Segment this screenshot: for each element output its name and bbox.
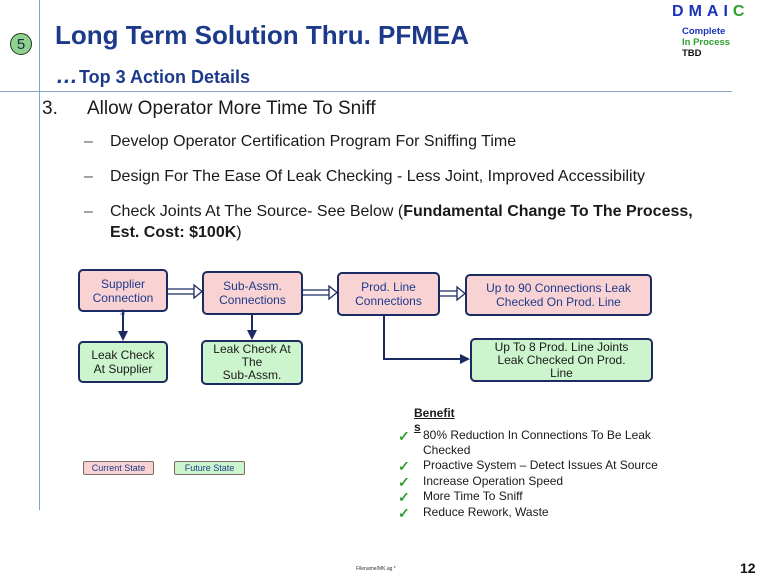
dmaic-letter-m: M <box>688 3 707 20</box>
subpoint-text: Develop Operator Certification Program F… <box>110 133 517 150</box>
slide-title: Long Term Solution Thru. PFMEA <box>55 20 470 50</box>
box-up-to-8-joints: Up To 8 Prod. Line Joints Leak Checked O… <box>470 338 653 382</box>
dmaic-letter-i: I <box>723 3 733 20</box>
double-arrow-prodline-to-up90 <box>440 285 467 302</box>
box-line: Sub-Assm. <box>222 368 282 382</box>
benefit-text: Reduce Rework, Waste <box>423 504 549 519</box>
box-line: Up To 8 Prod. Line Joints <box>494 339 629 354</box>
status-in-process: In Process <box>682 37 731 48</box>
arrow-prodline-to-up8 <box>383 316 470 364</box>
header-divider <box>0 91 732 92</box>
box-prodline-connections: Prod. Line Connections <box>337 272 440 316</box>
step-number-badge: 5 <box>10 33 32 55</box>
box-line: Connections <box>219 293 286 307</box>
list-item: ✓ Proactive System – Detect Issues At So… <box>398 458 698 474</box>
dmaic-status-legend: Complete In Process TBD <box>682 26 730 59</box>
box-line: Leak Check <box>91 348 155 362</box>
step-number: 5 <box>16 35 26 53</box>
list-item: ✓ Increase Operation Speed <box>398 474 698 490</box>
subpoint-text-post: ) <box>236 224 242 241</box>
arrow-subassm-to-leakcheck <box>247 315 257 340</box>
subpoint-text-bold: Fundamental Change To The Process, Est. … <box>110 203 693 241</box>
box-line: Up to 90 Connections Leak <box>486 281 631 295</box>
box-line: The <box>241 355 263 369</box>
benefit-text: Proactive System – Detect Issues At Sour… <box>423 458 658 472</box>
box-line: Line <box>550 365 573 380</box>
subpoint-dash: – <box>84 168 93 185</box>
subpoint-text-pre: Check Joints At The Source- See Below ( <box>110 203 404 220</box>
box-line: Leak Checked On Prod. <box>497 352 626 367</box>
slide-subtitle: …Top 3 Action Details <box>56 63 250 89</box>
box-line: Sub-Assm. <box>223 279 282 293</box>
benefit-text: More Time To Sniff <box>423 489 523 503</box>
status-tbd: TBD <box>682 48 702 59</box>
subpoint-text: Check Joints At The Source- See Below (F… <box>110 201 710 243</box>
subpoint-text: Design For The Ease Of Leak Checking - L… <box>110 168 646 185</box>
footer-filename: Filename/MK.ag * <box>356 566 396 572</box>
benefits-heading-line2: s <box>414 420 421 434</box>
check-icon: ✓ <box>398 473 410 490</box>
check-icon: ✓ <box>398 458 410 474</box>
main-point: 3. Allow Operator More Time To Sniff <box>42 98 376 120</box>
box-leak-check-at-subassm: Leak Check At The Sub-Assm. <box>201 340 303 385</box>
benefit-text: 80% Reduction In Connections To Be Leak … <box>423 428 651 457</box>
legend-current-state: Current State <box>83 461 154 475</box>
box-up-to-90-connections: Up to 90 Connections Leak Checked On Pro… <box>465 274 652 316</box>
status-complete: Complete <box>682 26 726 37</box>
subtitle-text: Top 3 Action Details <box>79 67 251 87</box>
vertical-rule <box>39 0 40 510</box>
subpoint-dash: – <box>84 133 93 150</box>
dmaic-letter-a: A <box>706 3 724 20</box>
box-subassm-connections: Sub-Assm. Connections <box>202 271 303 315</box>
box-supplier-connection: Supplier Connection <box>78 269 168 312</box>
main-point-number: 3. <box>42 98 58 119</box>
page-number: 12 <box>740 560 756 576</box>
list-item: ✓ Reduce Rework, Waste <box>398 505 698 521</box>
box-line: Leak Check At <box>213 342 291 356</box>
main-point-text: Allow Operator More Time To Sniff <box>87 98 376 119</box>
benefit-text: Increase Operation Speed <box>423 473 564 488</box>
check-icon: ✓ <box>398 428 410 444</box>
subpoint-dash: – <box>84 203 93 220</box>
double-arrow-subassm-to-prodline <box>303 284 339 301</box>
dmaic-letter-d: D <box>672 3 689 20</box>
box-line: Connection <box>92 290 154 305</box>
check-icon: ✓ <box>398 504 410 521</box>
box-line: Connections <box>355 294 422 308</box>
check-icon: ✓ <box>398 489 410 505</box>
box-line: At Supplier <box>93 362 153 376</box>
dmaic-letter-c: C <box>732 3 750 20</box>
list-item: ✓ 80% Reduction In Connections To Be Lea… <box>398 428 698 458</box>
box-line: Prod. Line <box>361 280 416 294</box>
box-line: Supplier <box>100 276 146 291</box>
double-arrow-supplier-to-subassm <box>168 283 204 300</box>
stray-s-mark: s <box>120 307 125 318</box>
subtitle-ellipsis: … <box>56 63 79 88</box>
list-item: ✓ More Time To Sniff <box>398 489 698 505</box>
dmaic-header: DMAIC <box>672 3 749 21</box>
legend-future-state: Future State <box>174 461 245 475</box>
box-line: Checked On Prod. Line <box>496 295 621 309</box>
benefits-heading-line1: Benefit <box>414 406 455 420</box>
benefits-list: ✓ 80% Reduction In Connections To Be Lea… <box>398 428 698 521</box>
benefits-heading: Benefit s <box>414 406 474 434</box>
box-leak-check-at-supplier: Leak Check At Supplier <box>78 341 168 383</box>
